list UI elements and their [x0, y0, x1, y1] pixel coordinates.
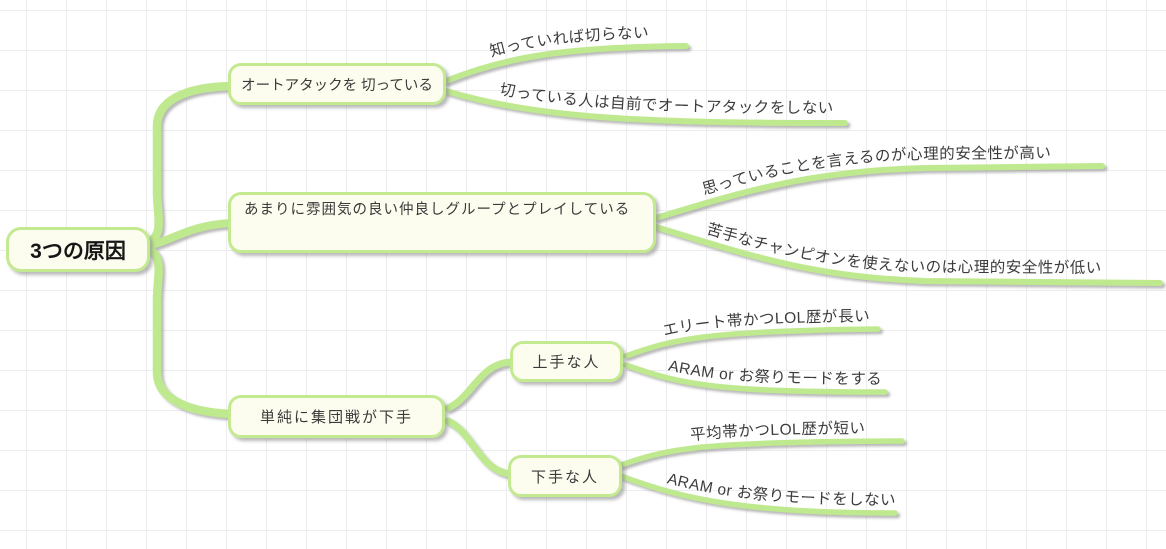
root-topic[interactable]: 3つの原因 — [6, 227, 150, 272]
connector-sub2-leaf2 — [618, 473, 898, 516]
branch-topic-label: オートアタックを 切っている — [241, 77, 433, 94]
branch-topic-teamfight-bad[interactable]: 単純に集団戦が下手 — [228, 395, 445, 438]
branch-topic-autoattack[interactable]: オートアタックを 切っている — [228, 63, 446, 105]
connector-branch3-sub2 — [444, 417, 516, 478]
sub-topic-unskilled-player[interactable]: 下手な人 — [508, 455, 622, 497]
connector-sub1-leaf1 — [623, 326, 881, 359]
connector-curves — [145, 43, 1163, 516]
connector-sub2-leaf1 — [618, 438, 905, 468]
connector-root-branch3 — [145, 245, 237, 419]
sub-topic-label: 上手な人 — [532, 354, 601, 371]
connector-branch2-leaf2 — [653, 224, 1163, 286]
leaf-label-know-not-turn-off[interactable]: 知っていれば切らない — [488, 24, 650, 60]
leaf-label-psych-safety-low[interactable]: 苦手なチャンピオンを使えないのは心理的安全性が低い — [705, 220, 1102, 277]
connector-branch1-leaf1 — [443, 43, 689, 84]
branch-topic-label: 単純に集団戦が下手 — [259, 409, 413, 426]
connector-root-branch1 — [145, 81, 237, 247]
branch-topic-friendly-group[interactable]: あまりに雰囲気の良い仲良しグループとプレイしている — [228, 192, 656, 253]
connector-root-branch2 — [146, 219, 236, 249]
branch-topic-label: あまりに雰囲気の良い仲良しグループとプレイしている — [244, 202, 631, 218]
leaf-label-aram-dont[interactable]: ARAM or お祭りモードをしない — [665, 470, 896, 509]
sub-topic-skilled-player[interactable]: 上手な人 — [510, 341, 623, 382]
root-topic-label: 3つの原因 — [30, 239, 126, 263]
connector-branch2-leaf1 — [653, 163, 1105, 221]
connector-branch1-leaf2 — [443, 88, 848, 126]
connector-sub1-leaf2 — [623, 362, 888, 395]
leaf-label-elite-long[interactable]: エリート帯かつLOL歴が長い — [661, 308, 870, 340]
connector-branch3-sub1 — [444, 358, 516, 412]
sub-topic-label: 下手な人 — [530, 468, 599, 486]
